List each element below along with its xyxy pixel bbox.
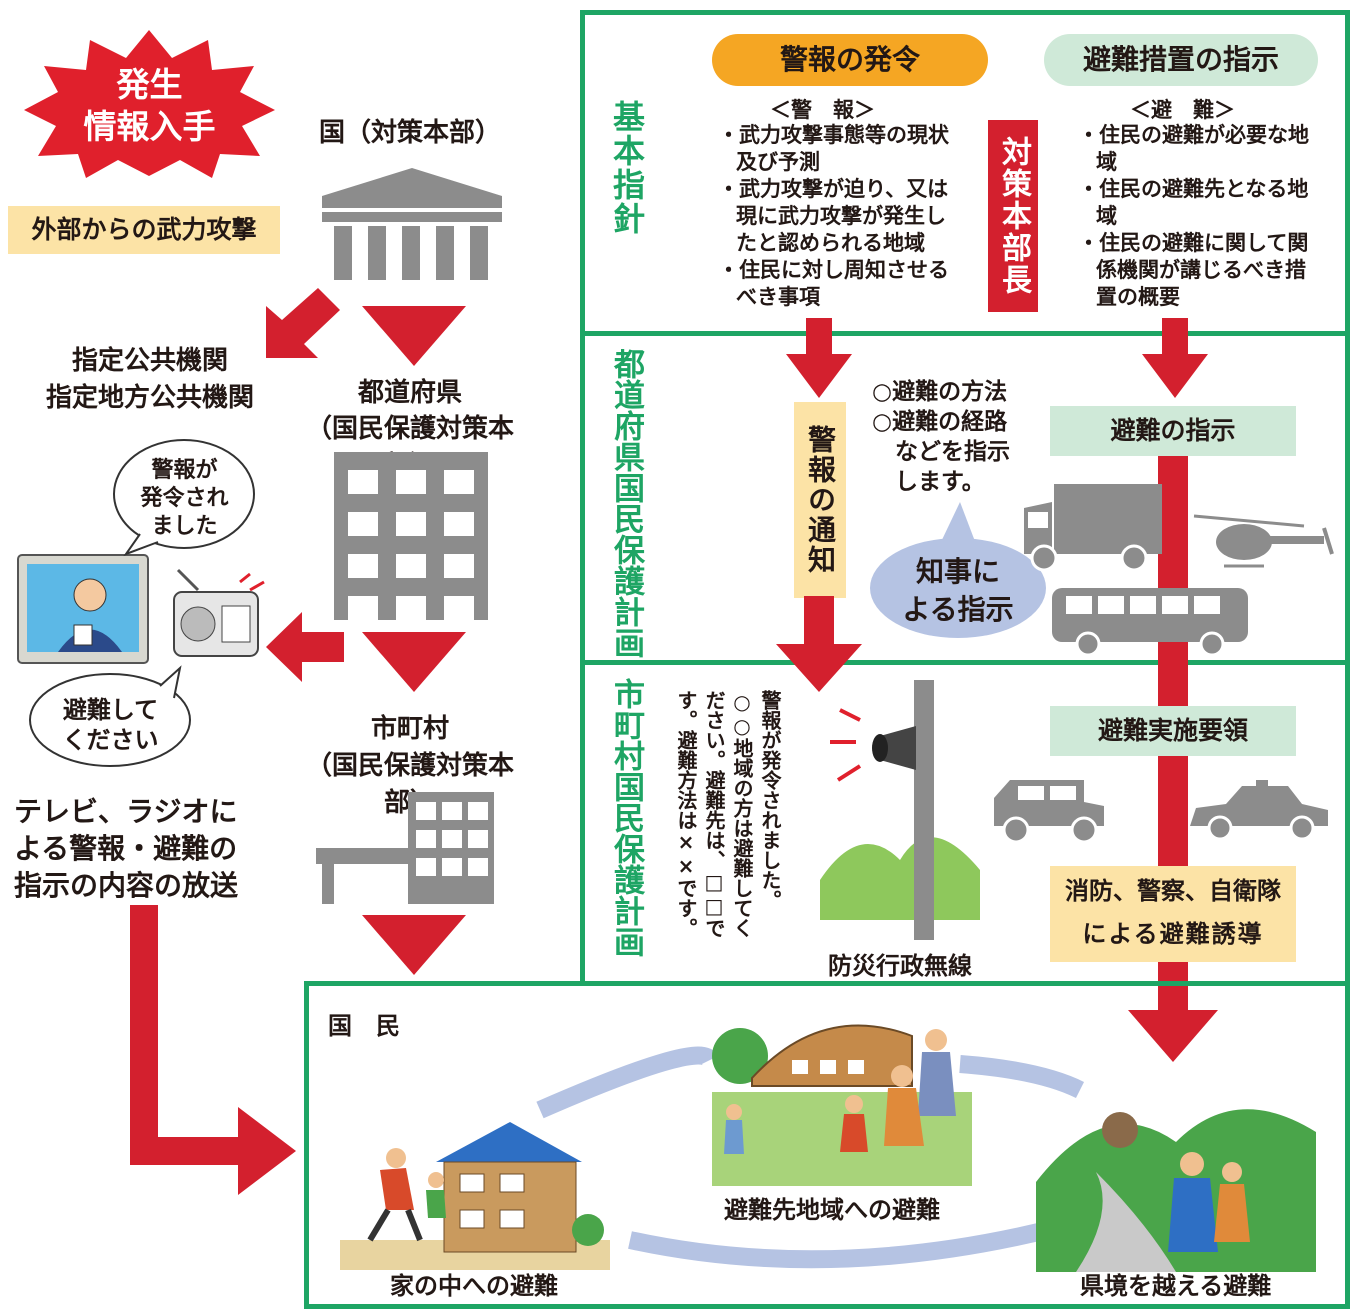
siren-msg-col2: ○○地域の方は避難してく [730, 690, 754, 938]
section-prefecture-plan: 都道府県国民保護計画 [608, 348, 644, 658]
helicopter-icon [1193, 514, 1334, 568]
public-agencies-line1: 指定公共機関 [71, 346, 228, 376]
radio-speech-bubble [29, 665, 191, 767]
siren-label: 防災行政無線 [828, 952, 972, 980]
siren-loudspeaker-icon [820, 680, 980, 940]
governor-speech-bubble [870, 502, 1046, 638]
prefecture-to-municipality-arrow [362, 632, 466, 692]
director-box: 対策本部長 [988, 120, 1038, 312]
warning-list: ・武力攻撃事態等の現状及び予測 ・武力攻撃が迫り、又は現に武力攻撃が発生したと認… [718, 122, 966, 311]
area-evacuation-illustration [712, 1024, 972, 1186]
citizens-panel [304, 981, 1350, 1309]
truck-icon [1024, 484, 1162, 572]
warning-down-arrow-2 [776, 596, 862, 692]
warning-item-2: ・武力攻撃が迫り、又は現に武力攻撃が発生したと認められる地域 [718, 177, 949, 255]
instruct-line1: ○避難の方法 [872, 379, 1008, 405]
evac-item-1: ・住民の避難が必要な地域 [1078, 123, 1309, 174]
broadcast-line3: 指示の内容の放送 [14, 869, 239, 902]
municipality-line2: （国民保護対策本部） [305, 751, 514, 818]
evac-down-arrow-1 [1142, 318, 1208, 398]
tv-speech-bubble [113, 439, 255, 557]
warning-issue-pill: 警報の発令 [712, 34, 988, 86]
jeep-icon [994, 780, 1104, 844]
section-basic-policy: 基本指針 [608, 100, 646, 236]
prefecture-line1: 都道府県 [357, 378, 462, 408]
alert-line2: 情報入手 [83, 107, 216, 146]
siren-msg-col4: す。避難方法は××です。 [674, 690, 698, 938]
evac-procedure-box: 避難実施要領 [1050, 706, 1296, 756]
tv-icon [17, 554, 149, 664]
municipality-building-icon [316, 792, 494, 904]
municipality-to-citizens-arrow [362, 915, 466, 975]
warning-item-1: ・武力攻撃事態等の現状及び予測 [718, 123, 949, 174]
tv-bubble-line1: 警報が [151, 458, 218, 483]
border-evacuation-label: 県境を越える避難 [1080, 1272, 1272, 1300]
siren-message: 警報が発令されました。 ○○地域の方は避難してく ださい。避難先は、□□で す。… [672, 690, 784, 960]
tv-bubble-line2: 発令され [140, 486, 229, 511]
evac-instruction-box: 避難の指示 [1050, 406, 1296, 456]
citizens-label: 国 民 [328, 1012, 400, 1040]
warning-down-arrow-1 [786, 318, 852, 398]
evac-list: ・住民の避難が必要な地域 ・住民の避難先となる地域 ・住民の避難に関して関係機関… [1078, 122, 1318, 311]
national-to-agencies-arrow [266, 288, 340, 358]
tv-bubble-line3: ました [151, 514, 218, 539]
evac-to-citizens-arrow [1128, 1010, 1218, 1062]
siren-msg-col1: 警報が発令されました。 [758, 690, 782, 910]
siren-msg-col3: ださい。避難先は、□□で [702, 690, 726, 938]
external-attack-label: 外部からの武力攻撃 [8, 206, 280, 254]
police-car-icon [1190, 780, 1328, 841]
national-label: 国（対策本部） [318, 118, 501, 148]
warning-notice-box: 警報の通知 [794, 402, 846, 598]
home-evacuation-label: 家の中への避難 [390, 1272, 558, 1300]
radio-bubble-line2: ください [62, 726, 159, 754]
broadcast-to-citizens-arrow [130, 905, 296, 1195]
national-to-prefecture-arrow [362, 306, 466, 366]
prefecture-to-broadcast-arrow [266, 612, 344, 682]
radio-bubble-line1: 避難して [62, 696, 159, 724]
instruct-line3: などを指示 [872, 439, 1010, 465]
public-agencies-line2: 指定地方公共機関 [45, 383, 254, 413]
national-building-icon [322, 168, 502, 280]
instruct-line4: します。 [872, 469, 985, 495]
radio-icon [173, 568, 265, 657]
governor-bubble-line2: よる指示 [902, 593, 1014, 626]
evac-item-2: ・住民の避難先となる地域 [1078, 177, 1309, 228]
rescue-box: 消防、警察、自衛隊 による避難誘導 [1050, 866, 1296, 962]
rescue-line2: による避難誘導 [1082, 920, 1264, 948]
instruct-line2: ○避難の経路 [872, 409, 1008, 435]
bus-icon [1052, 588, 1248, 657]
rescue-line1: 消防、警察、自衛隊 [1065, 877, 1281, 905]
warning-item-3: ・住民に対し周知させるべき事項 [718, 258, 949, 309]
municipality-line1: 市町村 [370, 714, 449, 744]
alert-starburst [24, 30, 275, 178]
prefecture-building-icon [334, 452, 488, 620]
evac-item-3: ・住民の避難に関して関係機関が講じるべき措置の概要 [1078, 231, 1309, 309]
evac-list-heading: ＜避 難＞ [1130, 98, 1235, 122]
area-evacuation-label: 避難先地域への避難 [724, 1196, 940, 1224]
alert-line1: 発生 [116, 65, 183, 104]
broadcast-line1: テレビ、ラジオに [14, 795, 238, 828]
border-evacuation-illustration [1036, 1109, 1316, 1272]
section-municipal-plan: 市町村国民保護計画 [608, 678, 644, 957]
house-evacuation-illustration [340, 1122, 610, 1270]
governor-bubble-line1: 知事に [915, 555, 1000, 588]
broadcast-line2: よる警報・避難の [14, 832, 238, 865]
warning-list-heading: ＜警 報＞ [770, 98, 875, 122]
evacuation-measure-pill: 避難措置の指示 [1044, 34, 1318, 86]
